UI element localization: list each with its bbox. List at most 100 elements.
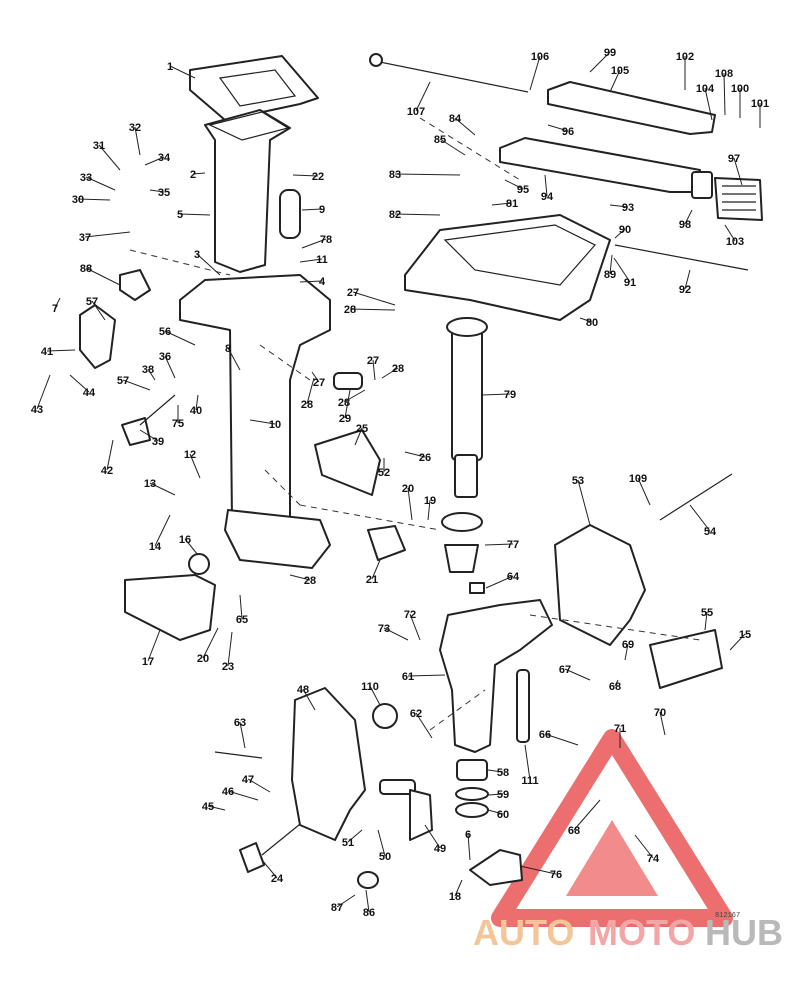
leader-line-20 xyxy=(407,487,413,521)
part-label-50: 50 xyxy=(379,851,391,863)
part-label-81: 81 xyxy=(506,198,518,210)
part-label-14: 14 xyxy=(149,541,162,553)
leader-line-27 xyxy=(352,291,396,306)
leader-line-36 xyxy=(164,355,176,379)
leader-line-14 xyxy=(154,514,171,547)
watermark-hub: HUB xyxy=(705,912,783,953)
part-label-90: 90 xyxy=(619,224,631,236)
leader-line-105 xyxy=(609,69,621,93)
part-label-72: 72 xyxy=(404,609,416,621)
part-label-105: 105 xyxy=(611,65,629,77)
part-label-31: 31 xyxy=(93,140,105,152)
part-label-83: 83 xyxy=(389,169,401,181)
leader-line-73 xyxy=(383,627,409,641)
part-label-48: 48 xyxy=(297,684,309,696)
leader-line-53 xyxy=(577,479,591,526)
leader-line-47 xyxy=(247,778,271,793)
part-label-16: 16 xyxy=(179,534,191,546)
part-label-61: 61 xyxy=(402,671,414,683)
part-label-75: 75 xyxy=(172,418,184,430)
leader-line-84 xyxy=(454,117,476,136)
leader-line-108 xyxy=(723,72,726,116)
part-label-63: 63 xyxy=(234,717,246,729)
leader-line-4 xyxy=(299,280,323,283)
part-label-6: 6 xyxy=(465,829,471,841)
part-label-52: 52 xyxy=(378,467,390,479)
leader-line-55 xyxy=(704,611,708,631)
leader-line-106 xyxy=(529,55,541,91)
part-label-95: 95 xyxy=(517,184,529,196)
leader-line-34 xyxy=(144,156,165,166)
leader-line-81 xyxy=(491,202,513,206)
leader-line-97 xyxy=(733,157,743,186)
leader-line-11 xyxy=(299,258,323,263)
leader-line-111 xyxy=(524,744,531,781)
watermark-auto: AUTO xyxy=(473,912,574,953)
part-label-89: 89 xyxy=(604,269,616,281)
drawing-code: 812167 xyxy=(715,912,740,920)
part-label-28: 28 xyxy=(344,304,356,316)
part-label-84: 84 xyxy=(449,113,462,125)
part-label-21: 21 xyxy=(366,574,378,586)
leader-line-82 xyxy=(394,213,441,216)
part-label-40: 40 xyxy=(190,405,202,417)
part-label-74: 74 xyxy=(647,853,660,865)
part-label-59: 59 xyxy=(497,789,509,801)
leader-line-44 xyxy=(69,374,90,393)
leader-line-91 xyxy=(613,257,631,283)
leader-line-38 xyxy=(147,368,156,381)
leader-line-13 xyxy=(149,482,176,496)
part-label-91: 91 xyxy=(624,277,636,289)
leader-line-46 xyxy=(227,790,259,801)
part-label-27-3: 27 xyxy=(313,377,325,389)
part-label-22: 22 xyxy=(312,171,324,183)
leader-line-21 xyxy=(371,559,381,580)
part-label-68: 68 xyxy=(609,681,621,693)
leader-line-68-2 xyxy=(573,799,601,831)
leader-line-17 xyxy=(147,629,161,662)
part-label-103: 103 xyxy=(726,236,744,248)
watermark-logo: AUTO MOTO HUB xyxy=(473,912,783,953)
leader-line-89 xyxy=(609,254,613,275)
leader-line-83 xyxy=(394,173,461,176)
leader-line-69 xyxy=(624,643,629,661)
part-label-24: 24 xyxy=(271,873,284,885)
part-label-57-2: 57 xyxy=(117,375,129,387)
part-label-8: 8 xyxy=(225,343,231,355)
leader-line-20-2 xyxy=(202,627,219,659)
leader-line-40 xyxy=(195,394,199,411)
leader-line-22 xyxy=(292,174,319,177)
leader-line-28-5 xyxy=(289,574,311,581)
leader-line-27-3 xyxy=(311,371,320,383)
leader-line-28 xyxy=(349,308,396,311)
leader-line-31 xyxy=(98,144,121,171)
leader-line-10 xyxy=(249,419,276,425)
part-label-70: 70 xyxy=(654,707,666,719)
alignment-lines xyxy=(129,117,701,731)
part-label-76: 76 xyxy=(550,869,562,881)
leader-line-28-2 xyxy=(381,367,399,379)
leader-line-50 xyxy=(377,829,386,857)
leader-line-5 xyxy=(179,213,211,216)
part-label-41: 41 xyxy=(41,346,53,358)
part-label-96: 96 xyxy=(562,126,574,138)
part-label-109: 109 xyxy=(629,473,647,485)
part-label-45: 45 xyxy=(202,801,214,813)
part-label-19: 19 xyxy=(424,495,436,507)
part-label-64: 64 xyxy=(507,571,520,583)
part-label-55: 55 xyxy=(701,607,713,619)
leader-line-7 xyxy=(54,297,61,309)
part-label-17: 17 xyxy=(142,656,154,668)
leader-line-2 xyxy=(192,172,206,175)
part-label-26: 26 xyxy=(419,452,431,464)
part-label-77: 77 xyxy=(507,539,519,551)
leader-line-98 xyxy=(684,209,693,225)
leader-line-6 xyxy=(467,833,471,861)
leader-line-32 xyxy=(134,126,141,156)
leader-line-66 xyxy=(544,733,579,746)
part-label-94: 94 xyxy=(541,191,554,203)
leader-line-72 xyxy=(409,613,421,641)
leader-line-29 xyxy=(344,389,351,419)
part-label-28-5: 28 xyxy=(304,575,316,587)
leader-line-80 xyxy=(579,317,593,323)
